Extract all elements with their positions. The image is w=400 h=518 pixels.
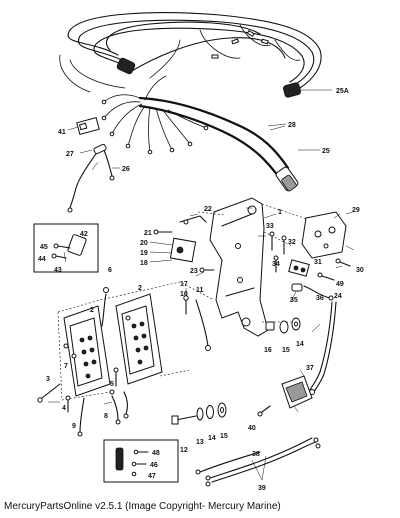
callout-leaders (48, 123, 355, 413)
module-jumper-lead (101, 287, 109, 327)
callout-5: 5 (110, 381, 114, 388)
trim-harness-leads (195, 437, 321, 487)
copyright-caption: MercuryPartsOnline v2.5.1 (Image Copyrig… (4, 501, 281, 512)
callout-37: 37 (306, 365, 314, 372)
callout-23: 23 (190, 268, 198, 275)
switch-box-screw (257, 405, 271, 417)
switch-box-module-right (115, 293, 163, 385)
callout-2-left: 2 (90, 307, 94, 314)
fuse-holder-detail-box (33, 223, 99, 273)
callout-35: 35 (290, 297, 298, 304)
washer-stack-right (265, 317, 301, 334)
callout-25: 25 (322, 148, 330, 155)
callout-27: 27 (66, 151, 74, 158)
callout-9: 9 (72, 423, 76, 430)
callout-41: 41 (58, 129, 66, 136)
callout-numbers: 25A 28 25 41 27 26 22 1 29 21 20 19 18 2… (38, 88, 364, 492)
callout-46: 46 (150, 462, 158, 469)
ignition-coil (149, 215, 215, 273)
callout-14-bottom: 14 (208, 435, 216, 442)
callout-40: 40 (248, 425, 256, 432)
callout-36: 36 (316, 295, 324, 302)
callout-45: 45 (40, 244, 48, 251)
switch-box-module-left (63, 305, 111, 397)
callout-32: 32 (288, 239, 296, 246)
callout-16: 16 (264, 347, 272, 354)
callout-47: 47 (148, 473, 156, 480)
callout-12: 12 (180, 447, 188, 454)
callout-29: 29 (352, 207, 360, 214)
callout-22: 22 (204, 206, 212, 213)
switch-box (281, 369, 313, 409)
callout-24: 24 (334, 293, 342, 300)
callout-48: 48 (152, 450, 160, 457)
callout-8: 8 (104, 413, 108, 420)
callout-13: 13 (196, 439, 204, 446)
wiring-harness-exploded-diagram: 25A 28 25 41 27 26 22 1 29 21 20 19 18 2… (33, 12, 364, 492)
callout-31: 31 (314, 259, 322, 266)
callout-49: 49 (336, 281, 344, 288)
ground-strap-detail-box (103, 439, 179, 483)
callout-33: 33 (266, 223, 274, 230)
callout-39: 39 (258, 485, 266, 492)
callout-15-right: 15 (282, 347, 290, 354)
callout-18: 18 (140, 260, 148, 267)
callout-17: 17 (180, 281, 188, 288)
wiring-harness (59, 12, 332, 213)
callout-38: 38 (252, 451, 260, 458)
callout-14-right: 14 (296, 341, 304, 348)
callout-10: 10 (180, 291, 188, 298)
callout-20: 20 (140, 240, 148, 247)
callout-19: 19 (140, 250, 148, 257)
callout-6: 6 (108, 267, 112, 274)
module-stud (113, 367, 119, 387)
callout-30: 30 (356, 267, 364, 274)
callout-3: 3 (46, 376, 50, 383)
callout-42: 42 (80, 231, 88, 238)
module-mounting-screws (37, 383, 71, 413)
callout-26: 26 (122, 166, 130, 173)
callout-44: 44 (38, 256, 46, 263)
callout-25A: 25A (336, 88, 349, 95)
callout-15-bottom: 15 (220, 433, 228, 440)
rectifier-assembly (269, 211, 353, 395)
callout-7: 7 (64, 363, 68, 370)
callout-28: 28 (288, 122, 296, 129)
module-ground-leads (77, 389, 129, 437)
module-dashed-outline (57, 281, 215, 401)
callout-34: 34 (272, 261, 280, 268)
callout-1: 1 (278, 209, 282, 216)
callout-4: 4 (62, 405, 66, 412)
callout-43: 43 (54, 267, 62, 274)
callout-2-right: 2 (138, 285, 142, 292)
callout-11: 11 (196, 287, 204, 294)
callout-21: 21 (144, 230, 152, 237)
ground-lead-assembly (183, 288, 211, 351)
mounting-bracket (197, 197, 317, 337)
bolt-washer-stack-bottom (171, 402, 227, 425)
